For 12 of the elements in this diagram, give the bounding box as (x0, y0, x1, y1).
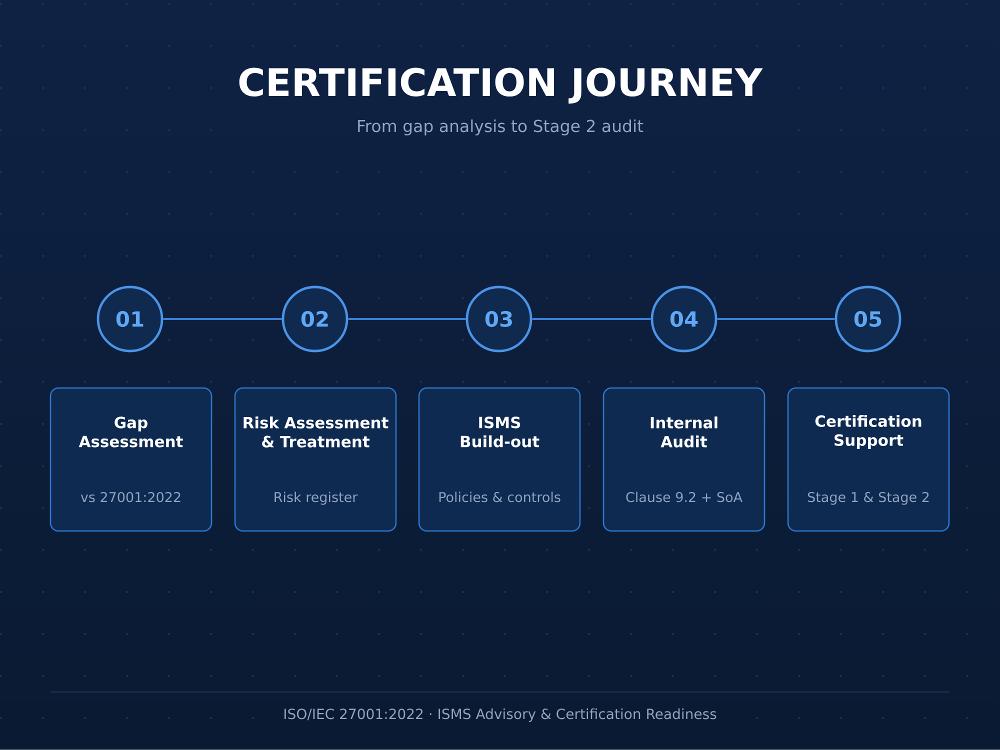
step-card: Risk Assessment & Treatment Risk register (234, 387, 397, 532)
subtitle: From gap analysis to Stage 2 audit (358, 119, 644, 136)
footer-text: ISO/IEC 27001:2022 · ISMS Advisory & Certification Readiness (284, 708, 716, 722)
title: CERTIFICATION JOURNEY (239, 68, 763, 104)
connector-line (348, 318, 466, 320)
connector-line (532, 318, 651, 320)
connector-line (717, 318, 835, 320)
connector-line (163, 318, 282, 320)
step-card: Certification Support Stage 1 & Stage 2 (787, 387, 950, 532)
step-card: Gap Assessment vs 27001:2022 (50, 387, 212, 532)
step-card: ISMS Build-out Policies & controls (418, 387, 581, 532)
step-card: Internal Audit Clause 9.2 + SoA (602, 387, 766, 532)
